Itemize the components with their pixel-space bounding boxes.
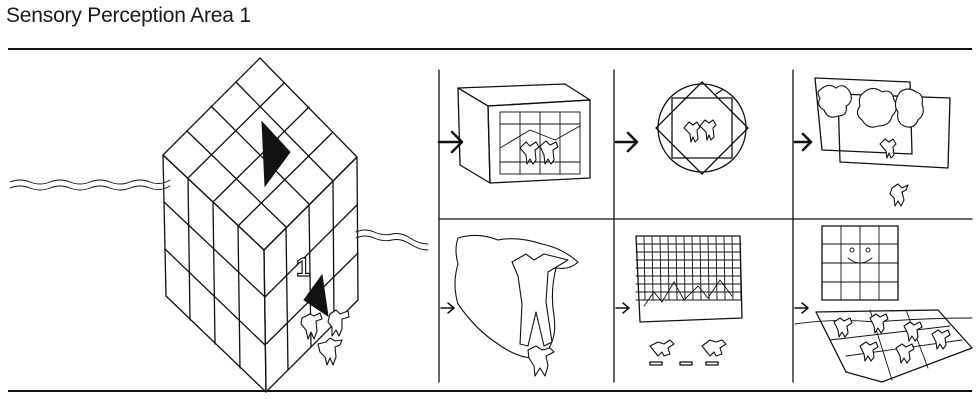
arrow-icon xyxy=(795,134,811,150)
panel-circle-diagram xyxy=(656,82,748,174)
arrow-icon xyxy=(616,303,629,313)
people-figures-group xyxy=(301,310,349,365)
arrow-icon xyxy=(795,303,808,313)
panel-draped-figure xyxy=(455,235,578,376)
arrow-icon xyxy=(616,133,637,151)
ground-wave-left xyxy=(10,180,170,190)
arrow-icon xyxy=(441,303,454,313)
panel-faces-floor xyxy=(795,226,972,382)
panel-trees-sheets xyxy=(815,78,950,206)
ground-wave-right xyxy=(356,230,428,250)
building-number-label: 1 xyxy=(296,252,310,282)
panel-grid-canvas xyxy=(636,236,742,365)
panel-box-interior xyxy=(458,84,590,183)
arrow-icon xyxy=(439,132,462,152)
